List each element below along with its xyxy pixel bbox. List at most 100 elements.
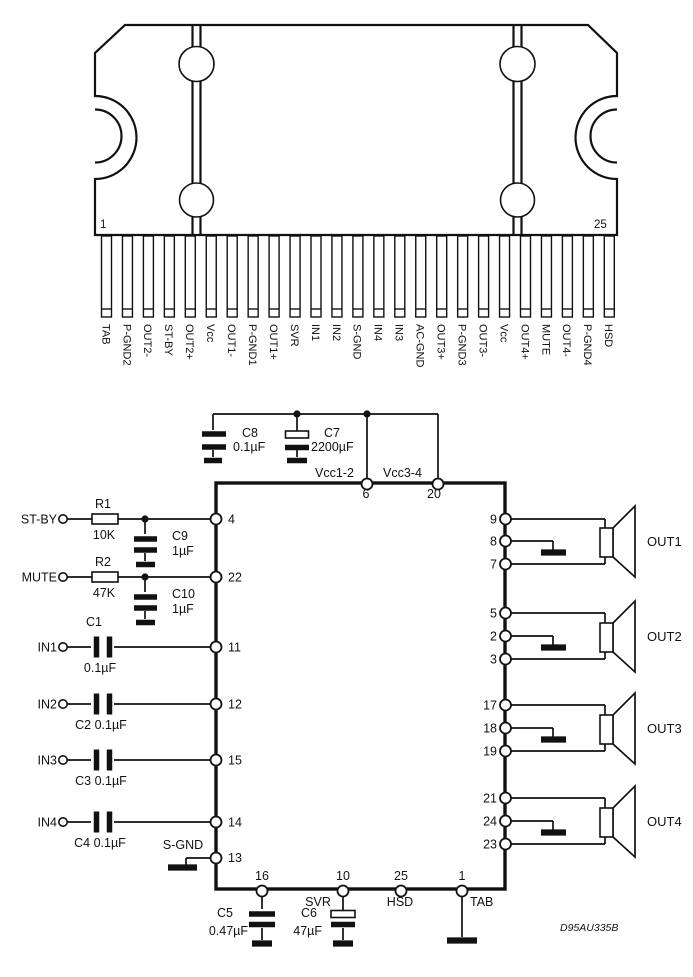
- package-lead: [540, 235, 553, 318]
- package-lead: [352, 235, 364, 318]
- application-circuit: C8 0.1µF C7 2200µF Vcc1-2 Vcc3-4 6 20 ST…: [21, 410, 682, 947]
- ic-pin-22: [209, 570, 223, 584]
- ic-pin-5: [499, 606, 512, 620]
- package-pin-label: OUT3-: [476, 324, 488, 357]
- resistor-r2: [91, 571, 119, 583]
- speaker-label: OUT1: [647, 534, 682, 549]
- mute-label: MUTE: [22, 571, 57, 585]
- ic-pin-24: [499, 814, 512, 828]
- package-pin-label: OUT2-: [141, 324, 153, 357]
- junction-dot: [141, 573, 149, 581]
- sgnd-row: S-GND 13: [163, 838, 242, 871]
- pin20-number: 20: [427, 487, 441, 501]
- pin16-number: 16: [255, 869, 269, 883]
- ic-pin-14: [209, 815, 223, 829]
- c6-name: C6: [301, 906, 317, 920]
- package-pin-label: P-GND1: [246, 324, 258, 366]
- input-terminal: [57, 513, 68, 524]
- ic-pin-7: [499, 557, 512, 571]
- package-slots: [178, 25, 536, 235]
- r2-value: 47K: [93, 586, 116, 600]
- junction-dot: [141, 515, 149, 523]
- ic-pin-number: 5: [490, 607, 497, 621]
- ic-pin-18: [499, 721, 512, 735]
- c7-name: C7: [324, 426, 340, 440]
- ic-pin-11: [209, 640, 223, 654]
- package-pin-label: OUT2+: [183, 324, 195, 360]
- package-pin-label: ST-BY: [162, 324, 174, 356]
- c1-value: 0.1µF: [84, 661, 117, 675]
- in1-row: IN1 C1 0.1µF 11: [38, 615, 241, 675]
- input-terminal: [57, 698, 68, 709]
- speaker-body: [599, 714, 614, 745]
- package-lead: [519, 235, 532, 318]
- pin11-number: 11: [228, 641, 241, 655]
- ic-pin-21: [499, 791, 512, 805]
- in2-label: IN2: [38, 698, 58, 712]
- package-pin-label: IN3: [393, 324, 405, 341]
- tab-label: TAB: [470, 895, 493, 909]
- mute-input-row: MUTE R2 47K C10 1µF 22: [22, 555, 242, 626]
- pin14-number: 14: [228, 816, 242, 830]
- ic-pin-number: 18: [483, 722, 497, 736]
- package-lead: [394, 235, 406, 318]
- speaker-cone: [612, 690, 636, 766]
- package-pin-label: HSD: [602, 324, 614, 347]
- package-pin-label: OUT1-: [225, 324, 237, 357]
- sgnd-label: S-GND: [163, 838, 203, 852]
- ic-pin-25: [394, 884, 408, 898]
- ic-pin-number: 7: [490, 558, 497, 572]
- pin22-number: 22: [228, 571, 242, 585]
- package-pin-label: Vcc: [497, 324, 509, 343]
- input-terminal: [57, 641, 68, 652]
- package-left-notch-inner: [94, 108, 123, 164]
- r2-name: R2: [95, 555, 111, 569]
- c6-value: 47µF: [293, 924, 322, 938]
- in3-label: IN3: [38, 754, 58, 768]
- package-lead: [561, 235, 574, 318]
- package-lead: [268, 235, 280, 318]
- package-lead: [415, 235, 427, 318]
- ic-pin-16: [255, 884, 269, 898]
- mounting-hole: [499, 182, 536, 218]
- package-pin-label: AC-GND: [414, 324, 426, 367]
- package-pin-label: MUTE: [539, 324, 551, 355]
- capacitor-plus-plate: [284, 430, 310, 439]
- ic-pin-12: [209, 697, 223, 711]
- package-lead: [142, 235, 155, 318]
- ic-pin-number: 3: [490, 653, 497, 667]
- package-pin-label: TAB: [99, 324, 111, 345]
- ic-pin-number: 2: [490, 630, 497, 644]
- package-lead: [184, 235, 197, 318]
- mounting-hole: [178, 45, 215, 83]
- package-lead: [436, 235, 448, 318]
- ic-pin-number: 19: [483, 745, 497, 759]
- vcc12-label: Vcc1-2: [315, 466, 354, 480]
- ic-body: [214, 481, 507, 891]
- input-terminal: [57, 754, 68, 765]
- vcc34-label: Vcc3-4: [383, 466, 422, 480]
- speaker-cone: [612, 598, 636, 674]
- drawing-code: D95AU335B: [560, 922, 618, 934]
- r1-name: R1: [95, 497, 111, 511]
- package-pin-label: IN2: [330, 324, 342, 341]
- pin12-number: 12: [228, 698, 242, 712]
- package-pin-label: OUT1+: [267, 324, 279, 360]
- junction-dot: [293, 410, 301, 418]
- speaker-body: [599, 807, 614, 838]
- resistor-r1: [91, 513, 119, 525]
- ic-pin-3: [499, 652, 512, 666]
- ic-pin-number: 23: [483, 838, 497, 852]
- ic-pin-19: [499, 744, 512, 758]
- pin6-number: 6: [363, 487, 370, 501]
- package-lead: [289, 235, 301, 318]
- package-pin-label: P-GND3: [455, 324, 467, 366]
- package-lead: [373, 235, 385, 318]
- speaker-cone: [612, 503, 636, 579]
- c10-value: 1µF: [172, 602, 194, 616]
- ic-pin-6: [360, 477, 374, 491]
